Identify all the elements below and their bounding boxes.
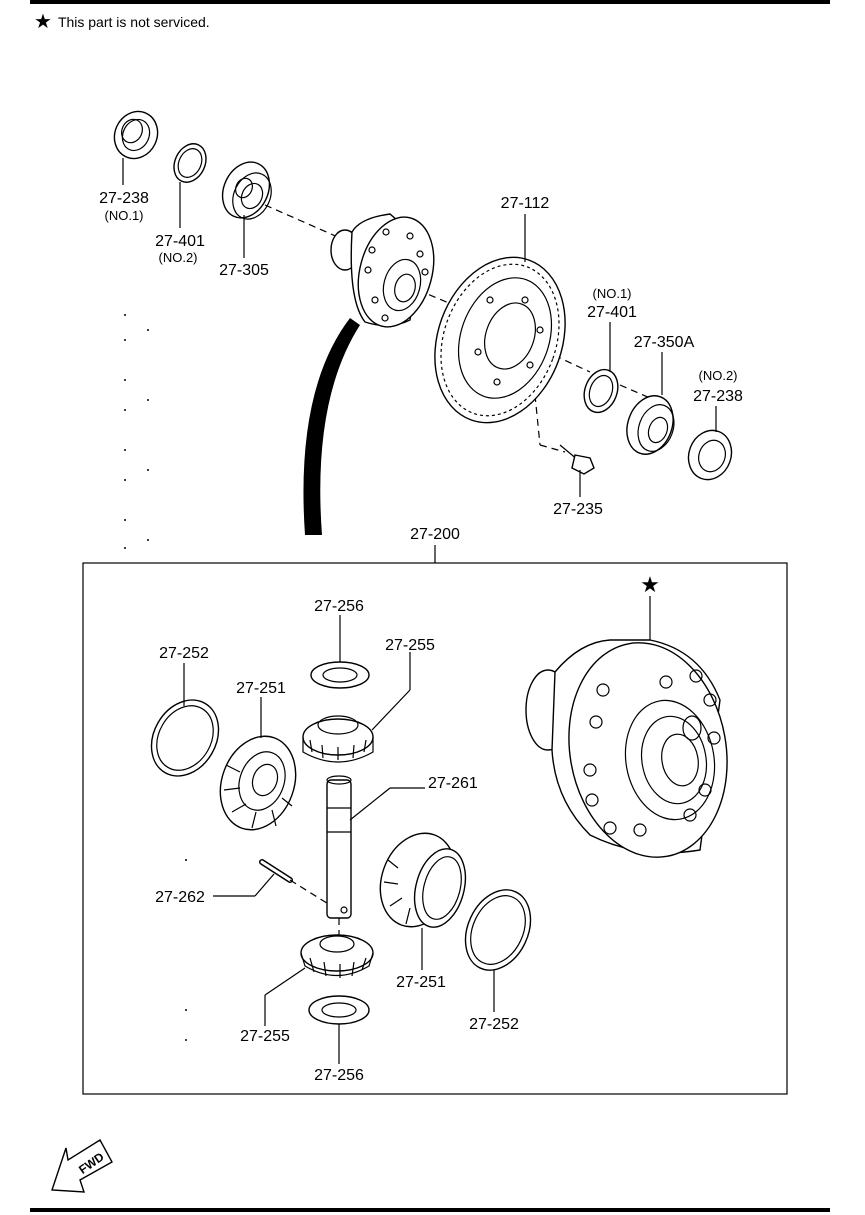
kit-27-200-box xyxy=(82,562,788,1095)
label-27-261[interactable]: 27-261 xyxy=(428,775,478,792)
label-27-262[interactable]: 27-262 xyxy=(155,889,205,906)
bearing-27-350a[interactable] xyxy=(619,389,681,460)
bottom-border-rule xyxy=(30,1208,830,1212)
differential-case-upper[interactable] xyxy=(330,209,445,336)
not-serviced-star-icon: ★ xyxy=(640,573,660,598)
pinion-gear-27-255-bottom[interactable] xyxy=(300,934,374,978)
label-27-401-no1[interactable]: 27-401 xyxy=(587,304,637,321)
shim-27-401-no2[interactable] xyxy=(168,139,212,188)
oil-seal-27-238-no2[interactable] xyxy=(682,424,739,485)
label-27-401-no2-sub: (NO.2) xyxy=(159,250,198,265)
service-note: ★ This part is not serviced. xyxy=(34,11,210,33)
ring-gear-27-112[interactable] xyxy=(413,239,588,441)
service-note-text: This part is not serviced. xyxy=(57,14,210,30)
fwd-arrow-icon: FWD xyxy=(51,1139,113,1193)
thrust-washer-27-252-left[interactable] xyxy=(138,688,232,788)
label-27-238-no1[interactable]: 27-238 xyxy=(99,190,149,207)
washer-27-256-top[interactable] xyxy=(310,661,370,689)
top-border-rule xyxy=(30,0,830,4)
shim-27-401-no1[interactable] xyxy=(578,365,623,417)
label-27-252-right[interactable]: 27-252 xyxy=(469,1016,519,1033)
label-27-305[interactable]: 27-305 xyxy=(219,262,269,279)
differential-case-not-serviced[interactable] xyxy=(525,630,744,870)
label-27-238-no1-sub: (NO.1) xyxy=(105,208,144,223)
washer-27-256-bottom[interactable] xyxy=(308,995,370,1025)
thrust-washer-27-252-right[interactable] xyxy=(453,879,543,980)
label-27-256-bottom[interactable]: 27-256 xyxy=(314,1067,364,1084)
label-27-401-no1-sub: (NO.1) xyxy=(593,286,632,301)
oil-seal-27-238-no1[interactable] xyxy=(107,104,165,165)
label-27-252-left[interactable]: 27-252 xyxy=(159,645,209,662)
label-27-255-top[interactable]: 27-255 xyxy=(385,637,435,654)
label-27-255-bottom[interactable]: 27-255 xyxy=(240,1028,290,1045)
pinion-shaft-27-261[interactable] xyxy=(326,775,352,919)
side-gear-27-251-left[interactable] xyxy=(208,726,308,841)
label-27-112[interactable]: 27-112 xyxy=(501,195,550,212)
pinion-gear-27-255-top[interactable] xyxy=(302,715,374,763)
pin-27-262[interactable] xyxy=(259,859,293,883)
side-gear-27-251-right[interactable] xyxy=(368,823,474,938)
label-27-350a[interactable]: 27-350A xyxy=(634,334,695,351)
label-27-256-top[interactable]: 27-256 xyxy=(314,598,364,615)
section-swoop xyxy=(303,318,360,535)
label-27-238-no2-sub: (NO.2) xyxy=(699,368,738,383)
scan-dots xyxy=(124,314,187,1041)
label-27-401-no2[interactable]: 27-401 xyxy=(155,233,205,250)
label-27-251-left[interactable]: 27-251 xyxy=(236,680,286,697)
label-27-251-right[interactable]: 27-251 xyxy=(396,974,446,991)
bolt-27-235[interactable] xyxy=(559,444,595,475)
bearing-27-305[interactable] xyxy=(214,154,279,225)
label-27-200[interactable]: 27-200 xyxy=(410,526,460,543)
label-27-238-no2[interactable]: 27-238 xyxy=(693,388,743,405)
label-27-235[interactable]: 27-235 xyxy=(553,501,603,518)
star-icon: ★ xyxy=(34,11,52,33)
